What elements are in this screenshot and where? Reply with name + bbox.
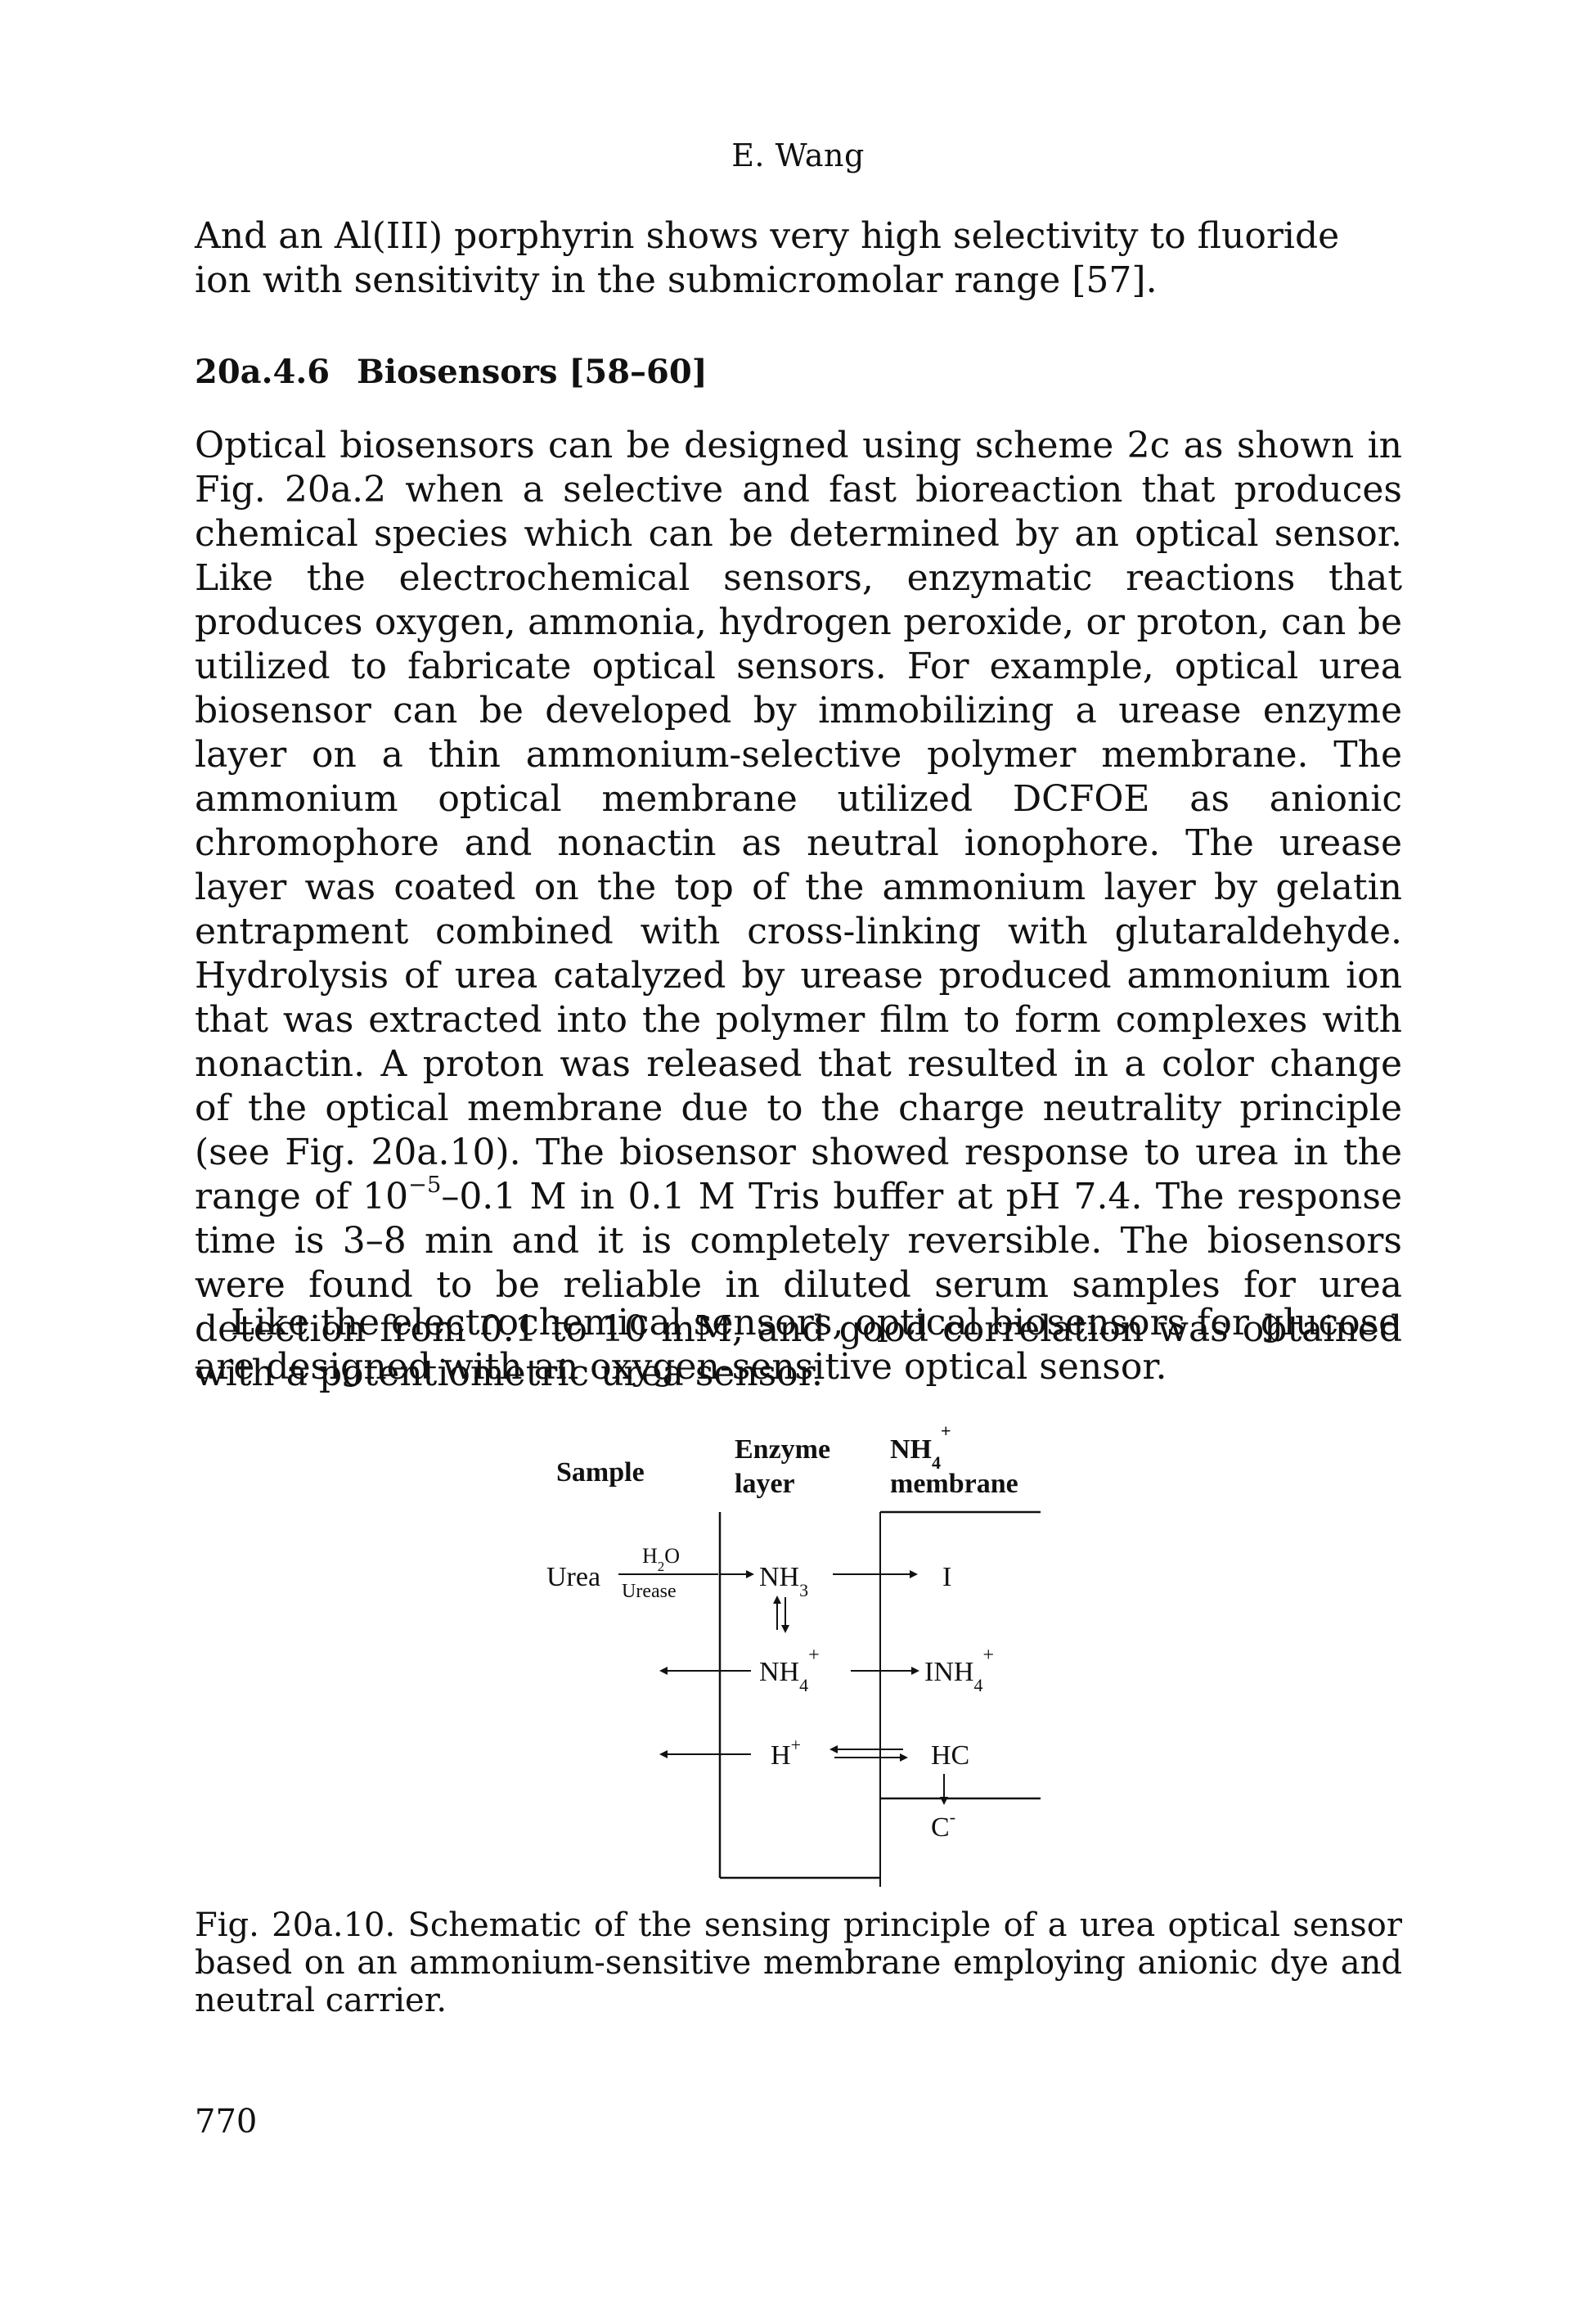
col-header-membrane: membrane: [890, 1469, 1018, 1499]
col-header-enzyme: Enzyme: [735, 1434, 830, 1465]
concentration-exponent: −5: [408, 1173, 442, 1199]
paragraph-2-part-b: –0.1 M in 0.1 M Tris buffer at pH 7.4. T…: [195, 1176, 1402, 1394]
label-urease: Urease: [622, 1581, 677, 1602]
arrowhead-down: [781, 1625, 789, 1633]
col-header-layer: layer: [735, 1469, 795, 1499]
label-c-anion: C-: [931, 1807, 955, 1843]
section-heading: 20a.4.6 Biosensors [58–60]: [195, 350, 708, 394]
running-head: E. Wang: [731, 137, 865, 173]
label-proton: H+: [771, 1735, 801, 1771]
arrowhead-h-sample: [659, 1750, 668, 1758]
label-hc: HC: [931, 1740, 969, 1771]
figure-urea-sensor-scheme: Sample Enzyme layer NH4+ membrane Urea H…: [540, 1422, 1080, 1888]
label-h2o: H2O: [642, 1544, 680, 1574]
paragraph-1: And an Al(III) porphyrin shows very high…: [195, 215, 1340, 301]
paragraph-3: Like the electrochemical sensors, optica…: [195, 1302, 1400, 1388]
arrowhead-nh3-i: [910, 1570, 918, 1578]
label-nh4: NH4+: [759, 1645, 820, 1695]
label-inh4: INH4+: [924, 1645, 994, 1695]
arrowhead-nh4-sample: [659, 1667, 668, 1675]
arrowhead-hc-c: [940, 1797, 948, 1805]
section-number: 20a.4.6: [195, 353, 330, 391]
col-header-nh4: NH4+: [890, 1422, 951, 1473]
col-header-sample: Sample: [556, 1457, 645, 1488]
section-title: Biosensors [58–60]: [357, 353, 708, 391]
label-nh3: NH3: [759, 1562, 808, 1600]
arrowhead-h-hc-right: [900, 1753, 908, 1762]
label-urea: Urea: [546, 1562, 600, 1592]
paragraph-2: Optical biosensors can be designed using…: [195, 424, 1402, 1396]
arrowhead-nh4-inh4: [911, 1667, 919, 1675]
figure-caption: Fig. 20a.10. Schematic of the sensing pr…: [195, 1906, 1402, 2019]
arrowhead-h-hc-left: [829, 1745, 838, 1753]
arrowhead-up: [773, 1596, 781, 1604]
page-number: 770: [195, 2103, 258, 2140]
arrowhead-urea-nh3: [746, 1570, 754, 1578]
label-ionophore: I: [942, 1562, 951, 1592]
paragraph-2-part-a: Optical biosensors can be designed using…: [195, 425, 1402, 1218]
